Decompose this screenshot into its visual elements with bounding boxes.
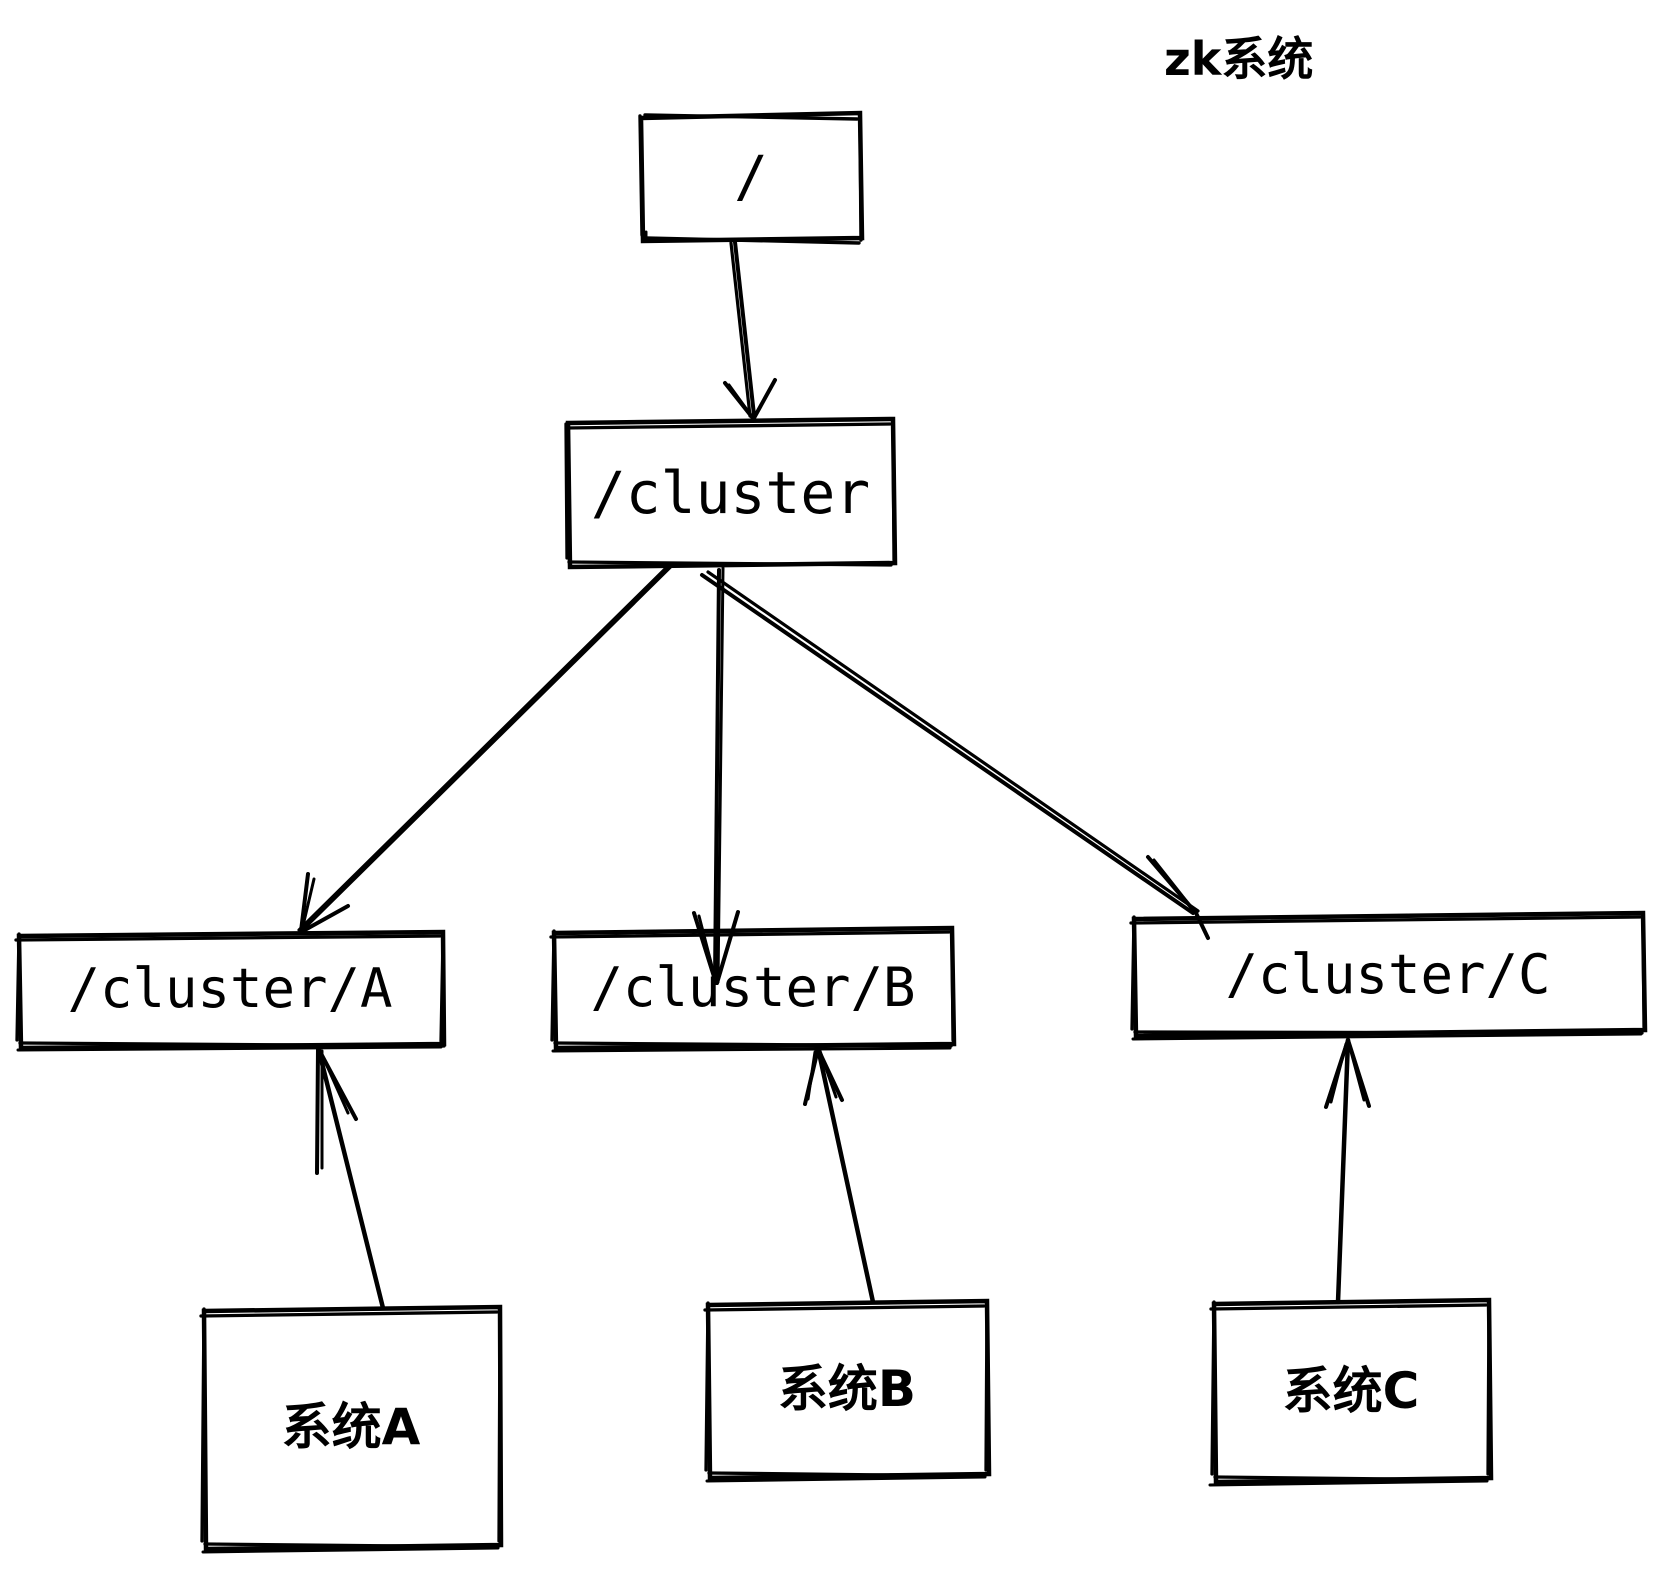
diagram-title: zk系统: [1164, 32, 1314, 86]
edge-system-c-cluster-c: [1324, 1037, 1371, 1305]
edge-root-cluster: [723, 240, 777, 420]
node-box-cluster[interactable]: [564, 416, 898, 570]
edge-system-b-cluster-b: [803, 1045, 876, 1305]
edge-cluster-cluster-a: [297, 563, 674, 933]
node-box-root[interactable]: [638, 110, 865, 245]
node-box-cluster-c[interactable]: [1129, 910, 1648, 1041]
node-box-cluster-b[interactable]: [549, 925, 957, 1053]
node-box-system-c[interactable]: [1208, 1297, 1494, 1487]
node-box-system-b[interactable]: [703, 1298, 992, 1483]
node-box-system-a[interactable]: [199, 1304, 504, 1554]
edge-system-a-cluster-a: [315, 1044, 386, 1311]
edge-cluster-cluster-c: [700, 570, 1210, 940]
node-box-cluster-a[interactable]: [14, 929, 447, 1052]
edge-cluster-cluster-b: [692, 566, 740, 985]
